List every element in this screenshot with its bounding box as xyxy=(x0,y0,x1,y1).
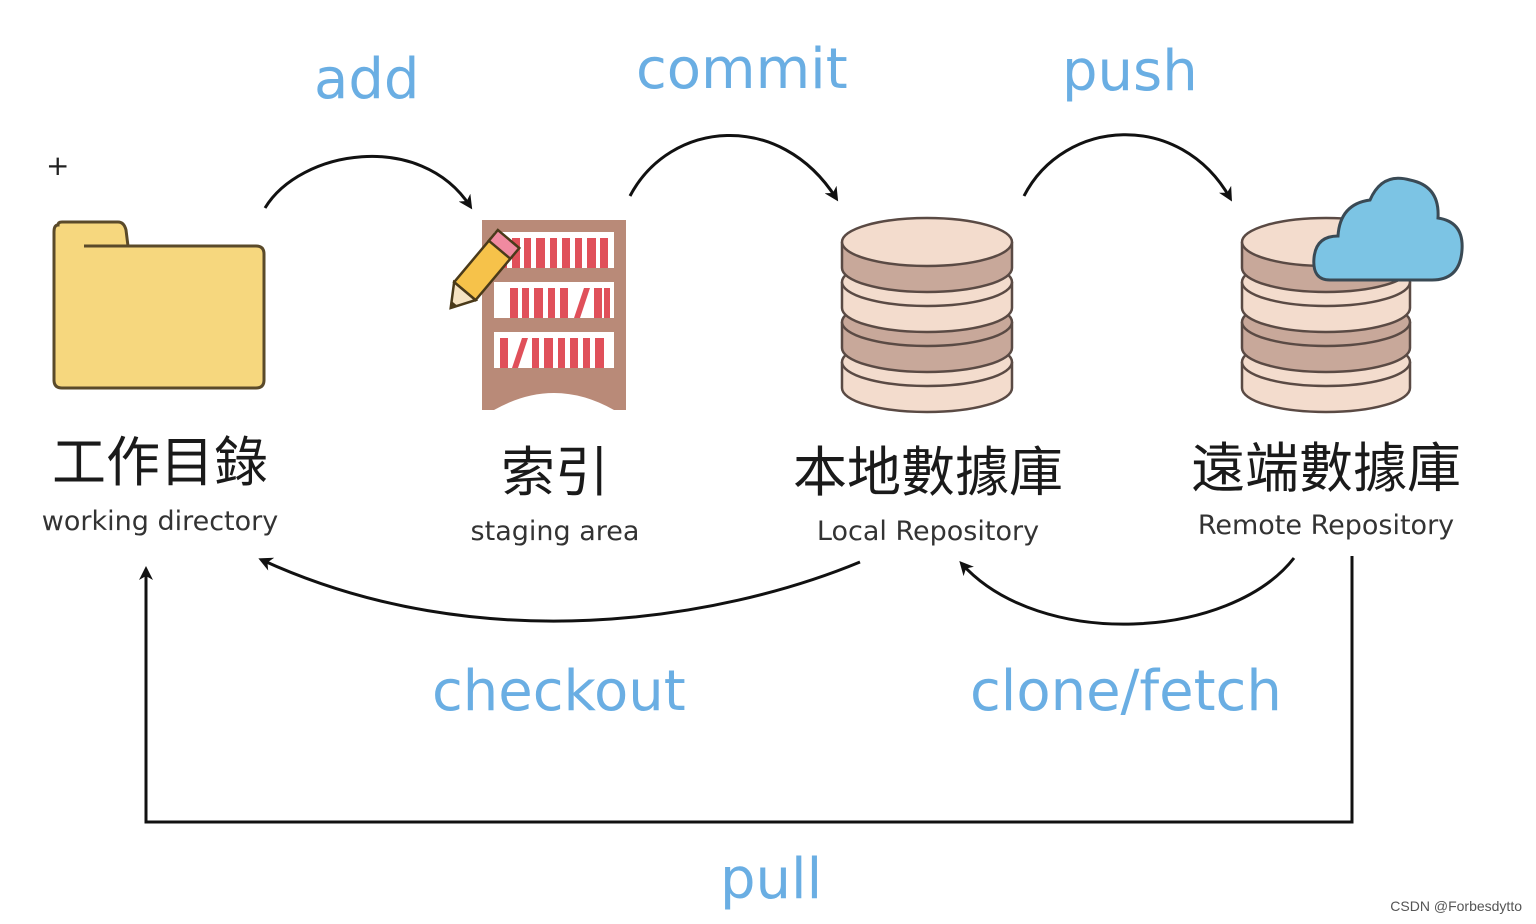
database-icon xyxy=(840,216,1014,414)
csdn-watermark: CSDN @Forbesdytto xyxy=(1390,898,1522,914)
checkout-label: checkout xyxy=(432,659,686,724)
remote-repository-title: 遠端數據庫 xyxy=(1191,437,1461,500)
local-repository-subtitle: Local Repository xyxy=(816,516,1040,547)
staging-area-subtitle: staging area xyxy=(470,516,640,547)
working-directory-subtitle: working directory xyxy=(41,506,279,537)
plus-icon: + xyxy=(46,149,70,182)
pull-label: pull xyxy=(720,847,823,912)
local-repository-title: 本地數據庫 xyxy=(793,441,1063,504)
working-directory-title: 工作目錄 xyxy=(52,431,268,494)
push-arrow xyxy=(1022,133,1232,202)
push-label: push xyxy=(1062,39,1198,104)
staging-area-title: 索引 xyxy=(501,441,609,504)
folder-icon xyxy=(52,220,266,390)
clone-fetch-label: clone/fetch xyxy=(970,659,1282,724)
remote-repository-subtitle: Remote Repository xyxy=(1197,510,1455,541)
checkout-arrow xyxy=(258,557,861,623)
pencil-icon xyxy=(449,228,522,310)
pull-arrow xyxy=(139,556,1354,824)
commit-arrow xyxy=(628,134,839,202)
add-label: add xyxy=(314,47,420,112)
cloud-database-icon xyxy=(1240,176,1464,414)
add-arrow xyxy=(263,154,473,210)
clone-fetch-arrow xyxy=(959,557,1296,626)
bookshelf-icon xyxy=(482,220,626,410)
commit-label: commit xyxy=(636,37,848,102)
